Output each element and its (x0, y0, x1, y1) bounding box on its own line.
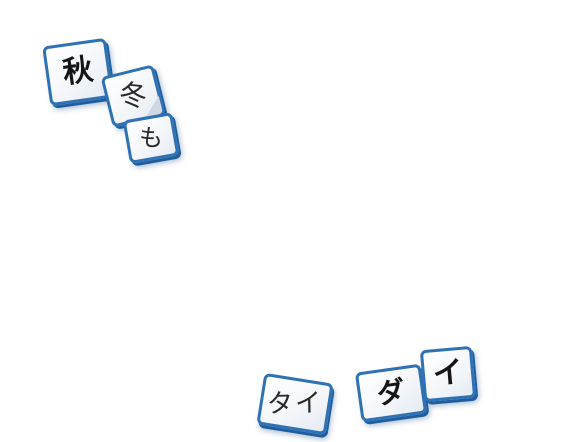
sticker-mo[interactable]: も (122, 111, 180, 165)
sticker-aki-label: 秋 (60, 52, 96, 91)
sticker-mo-label: も (138, 123, 164, 153)
sticker-da-label: ダ (374, 374, 408, 411)
sticker-tai-label: タイ (266, 388, 324, 420)
sticker-i-label: イ (431, 354, 465, 393)
sticker-fuyu-label: 冬 (117, 77, 149, 114)
sticker-i[interactable]: イ (419, 345, 477, 403)
sticker-tai[interactable]: タイ (256, 372, 334, 436)
sticker-da[interactable]: ダ (354, 363, 428, 423)
sticker-aki[interactable]: 秋 (42, 37, 114, 107)
